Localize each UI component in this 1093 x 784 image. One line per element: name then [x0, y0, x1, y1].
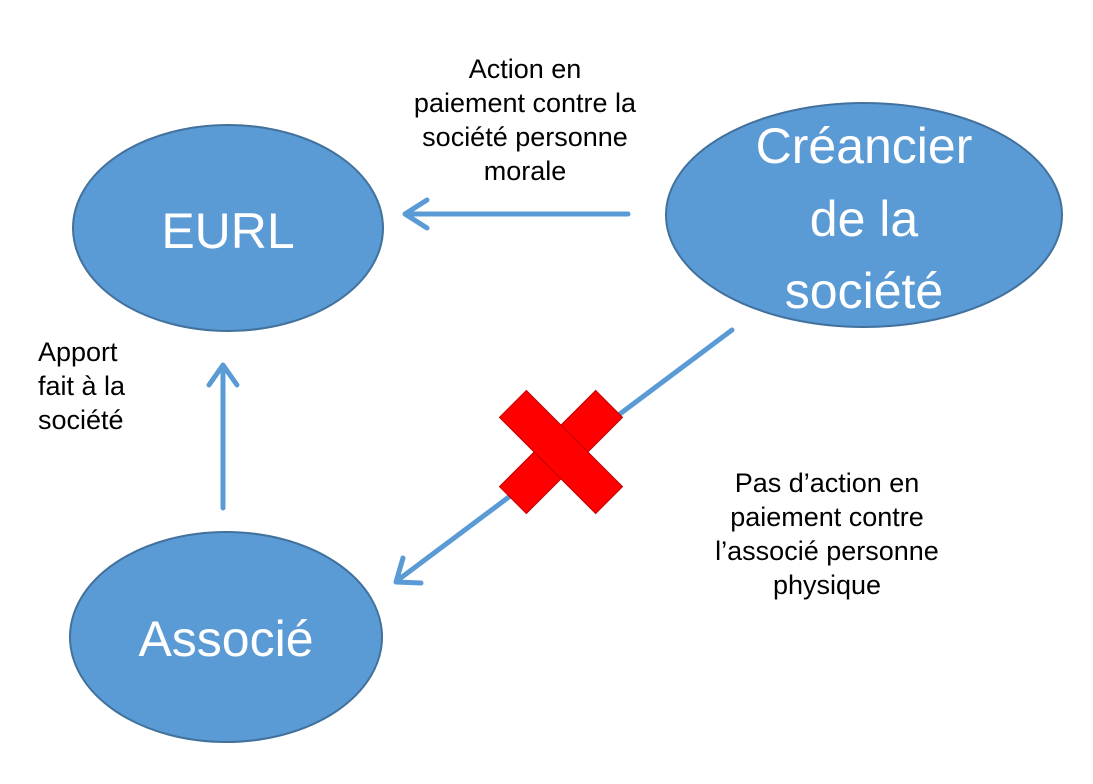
red-cross-bar-2	[498, 389, 624, 515]
creancier-label-line-2: de la	[810, 191, 919, 247]
red-cross-icon	[498, 389, 624, 515]
eurl-node: EURL	[72, 124, 384, 332]
associe-node: Associé	[69, 531, 383, 743]
associe-ellipse	[69, 531, 383, 743]
arrow-creancier-to-eurl-head	[402, 197, 430, 231]
arrow-creancier-to-associe-head	[393, 555, 424, 586]
eurl-ellipse	[72, 124, 384, 332]
creancier-ellipse	[665, 102, 1063, 328]
associe-label: Associé	[138, 611, 313, 667]
arrow-associe-to-eurl-head	[206, 362, 240, 388]
pas-action-caption: Pas d’action en paiement contre l’associ…	[715, 468, 939, 600]
arrow-associe-to-eurl	[206, 362, 240, 511]
action-caption: Action en paiement contre la société per…	[413, 54, 637, 186]
creancier-label-line-1: Créancier	[756, 118, 973, 174]
creancier-label-line-3: société	[785, 263, 943, 319]
apport-caption: Apport fait à la société	[38, 337, 126, 435]
eurl-label: EURL	[161, 203, 294, 259]
creancier-node: Créancier de la société	[665, 102, 1063, 328]
arrow-creancier-to-eurl	[402, 197, 631, 231]
